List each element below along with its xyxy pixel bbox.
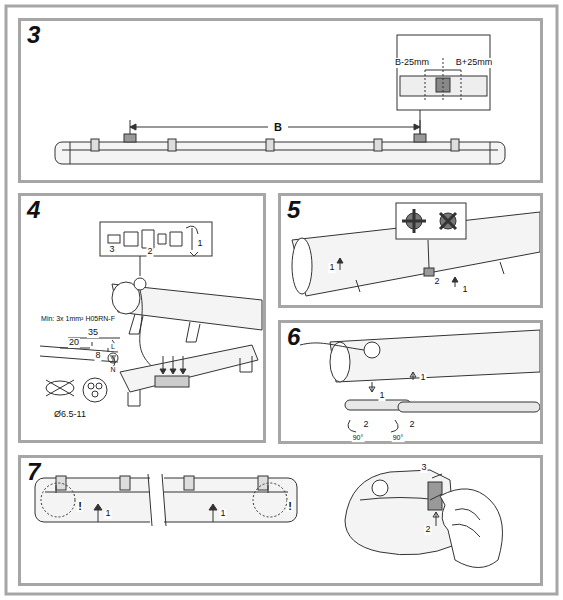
callout-label: 1	[196, 239, 203, 249]
callout-label: 3	[108, 245, 115, 255]
callout-label: !	[287, 500, 293, 512]
callout-label: 2	[408, 420, 415, 430]
step-number: 4	[27, 198, 40, 222]
callout-label: 1	[328, 263, 335, 273]
step-number: 6	[287, 325, 300, 349]
callout-label: 90°	[392, 434, 405, 442]
step-number: 5	[287, 198, 300, 222]
callout-label: B	[273, 121, 283, 133]
step-panel: 5	[278, 193, 543, 308]
callout-label: 3	[420, 463, 427, 473]
callout-label: 2	[424, 525, 431, 535]
callout-label: 1	[419, 373, 426, 383]
callout-label: N	[109, 366, 116, 374]
step-panel: 3	[18, 18, 543, 183]
callout-label: B+25mm	[455, 58, 493, 68]
callout-label: 1	[219, 509, 226, 519]
callout-label: 1	[378, 391, 385, 401]
callout-label: 90°	[352, 434, 365, 442]
step-panel: 7	[18, 455, 543, 586]
callout-label: 1	[104, 509, 111, 519]
callout-label: !	[77, 500, 83, 512]
callout-label: 8	[94, 351, 101, 361]
callout-label: 2	[433, 277, 440, 287]
step-number: 7	[27, 460, 40, 484]
callout-label: Ø6.5-11	[53, 410, 87, 420]
callout-label: 35	[87, 328, 99, 338]
callout-label: B-25mm	[394, 58, 430, 68]
callout-label: 1	[461, 285, 468, 295]
callout-label: 20	[68, 338, 80, 348]
callout-label: Min: 3x 1mm² H05RN-F	[40, 315, 116, 323]
step-number: 3	[27, 23, 40, 47]
callout-label: 2	[146, 247, 153, 257]
callout-label: L	[110, 343, 116, 351]
callout-label: 2	[362, 420, 369, 430]
